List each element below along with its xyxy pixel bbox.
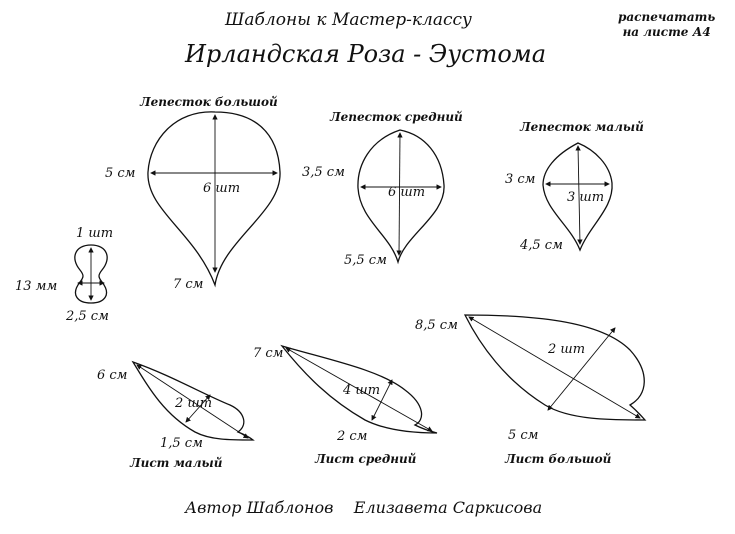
leaf-large-length: 8,5 см — [415, 318, 458, 333]
petal-small-count: 3 шт — [567, 190, 605, 205]
leaf-small-count: 2 шт — [175, 396, 213, 411]
leaf-medium-length: 7 см — [253, 346, 284, 361]
petal-medium-shape — [357, 129, 445, 265]
leaf-small-width: 1,5 см — [160, 436, 203, 451]
print-note: распечатать на листе А4 — [618, 10, 715, 40]
leaf-medium-count: 4 шт — [343, 383, 381, 398]
petal-medium-name: Лепесток средний — [330, 110, 463, 124]
petal-large-shape — [147, 111, 281, 288]
author-label: Автор Шаблонов — [185, 498, 334, 517]
leaf-large-width: 5 см — [508, 428, 539, 443]
petal-large-length: 7 см — [173, 277, 204, 292]
bead-shape — [74, 244, 108, 304]
leaf-medium-name: Лист средний — [315, 452, 417, 466]
petal-large-width: 5 см — [105, 166, 136, 181]
petal-medium-length: 5,5 см — [344, 253, 387, 268]
petal-small-name: Лепесток малый — [520, 120, 644, 134]
petal-large-name: Лепесток большой — [140, 95, 278, 109]
petal-medium-width: 3,5 см — [302, 165, 345, 180]
author-credit: Автор Шаблонов Елизавета Саркисова — [185, 498, 542, 517]
leaf-small-length: 6 см — [97, 368, 128, 383]
bead-width: 13 мм — [15, 279, 58, 294]
author-name: Елизавета Саркисова — [353, 498, 543, 517]
bead-count: 1 шт — [76, 226, 114, 241]
bead-length: 2,5 см — [66, 309, 109, 324]
petal-small-length: 4,5 см — [520, 238, 563, 253]
print-note-line1: распечатать — [618, 10, 716, 24]
leaf-large-count: 2 шт — [548, 342, 586, 357]
leaf-medium-width: 2 см — [337, 429, 368, 444]
print-note-line2: на листе А4 — [622, 25, 711, 39]
petal-small-width: 3 см — [505, 172, 536, 187]
leaf-small-name: Лист малый — [130, 456, 223, 470]
sheet-subtitle: Ирландская Роза - Эустома — [185, 40, 547, 68]
sheet-title: Шаблоны к Мастер-классу — [225, 10, 472, 30]
petal-small-shape — [542, 142, 613, 252]
leaf-large-name: Лист большой — [505, 452, 612, 466]
petal-large-count: 6 шт — [203, 181, 241, 196]
petal-medium-count: 6 шт — [388, 185, 426, 200]
